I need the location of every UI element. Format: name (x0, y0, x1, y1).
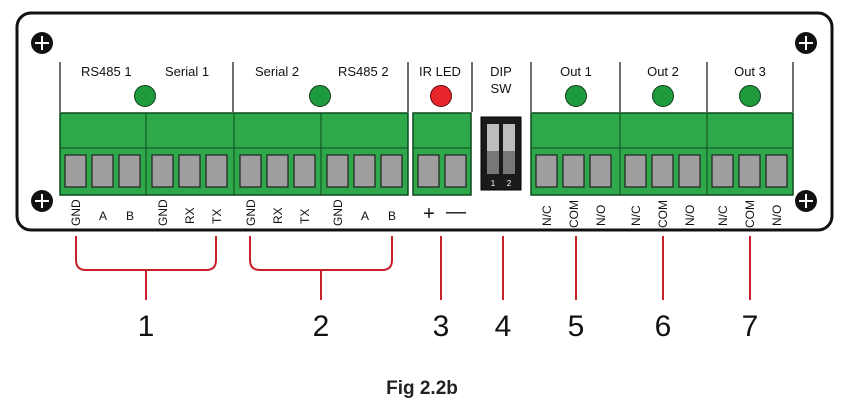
callout-number-6: 6 (655, 310, 672, 343)
pin-label: GND (156, 199, 170, 226)
header-rs485-2: RS485 2 (338, 64, 389, 79)
pin-label: N/O (594, 205, 608, 226)
callout-lines (75, 236, 751, 300)
pin-label: A (99, 209, 107, 223)
led-green-serial2 (309, 85, 331, 107)
pin-label: A (361, 209, 369, 223)
pin-label: GND (69, 199, 83, 226)
figure-caption: Fig 2.2b (386, 378, 458, 399)
pin-label: N/C (540, 205, 554, 226)
callout-number-1: 1 (138, 310, 155, 343)
screw-top-right-icon (795, 32, 817, 54)
pin-label: COM (656, 200, 670, 228)
header-out-1: Out 1 (560, 64, 592, 79)
terminal-block-outputs (530, 112, 794, 196)
pin-label-minus: — (446, 201, 466, 223)
header-out-3: Out 3 (734, 64, 766, 79)
pin-label: RX (271, 207, 285, 224)
led-green-out3 (739, 85, 761, 107)
screw-bottom-right-icon (795, 190, 817, 212)
callout-number-3: 3 (433, 310, 450, 343)
callout-number-5: 5 (568, 310, 585, 343)
header-dip: DIP (490, 64, 512, 79)
callout-number-7: 7 (742, 310, 759, 343)
terminal-block-ir (412, 112, 472, 196)
pin-label: N/O (683, 205, 697, 226)
screw-top-left-icon (31, 32, 53, 54)
screw-bottom-left-icon (31, 190, 53, 212)
pin-label: N/O (770, 205, 784, 226)
pin-label: GND (244, 199, 258, 226)
header-serial-2: Serial 2 (255, 64, 299, 79)
dip-number-1: 1 (491, 179, 496, 188)
header-out-2: Out 2 (647, 64, 679, 79)
pin-label: GND (331, 199, 345, 226)
header-dip-sw: SW (491, 81, 513, 96)
callout-number-4: 4 (495, 310, 512, 343)
callout-number-2: 2 (313, 310, 330, 343)
led-green-serial1 (134, 85, 156, 107)
pin-label: COM (743, 200, 757, 228)
pin-label: N/C (629, 205, 643, 226)
dip-number-2: 2 (507, 179, 512, 188)
pin-label: COM (567, 200, 581, 228)
led-green-out2 (652, 85, 674, 107)
pin-label: RX (183, 207, 197, 224)
pin-label: TX (210, 209, 224, 224)
terminal-block-serial (59, 112, 409, 196)
pin-label: B (126, 209, 134, 223)
header-rs485-1: RS485 1 (81, 64, 132, 79)
pin-label: N/C (716, 205, 730, 226)
section-dividers (59, 62, 794, 112)
pin-label-plus: + (423, 203, 435, 225)
dip-switch (480, 116, 522, 191)
header-serial-1: Serial 1 (165, 64, 209, 79)
led-red-ir (430, 85, 452, 107)
pin-label: TX (298, 209, 312, 224)
led-green-out1 (565, 85, 587, 107)
pin-label: B (388, 209, 396, 223)
header-ir-led: IR LED (419, 64, 461, 79)
